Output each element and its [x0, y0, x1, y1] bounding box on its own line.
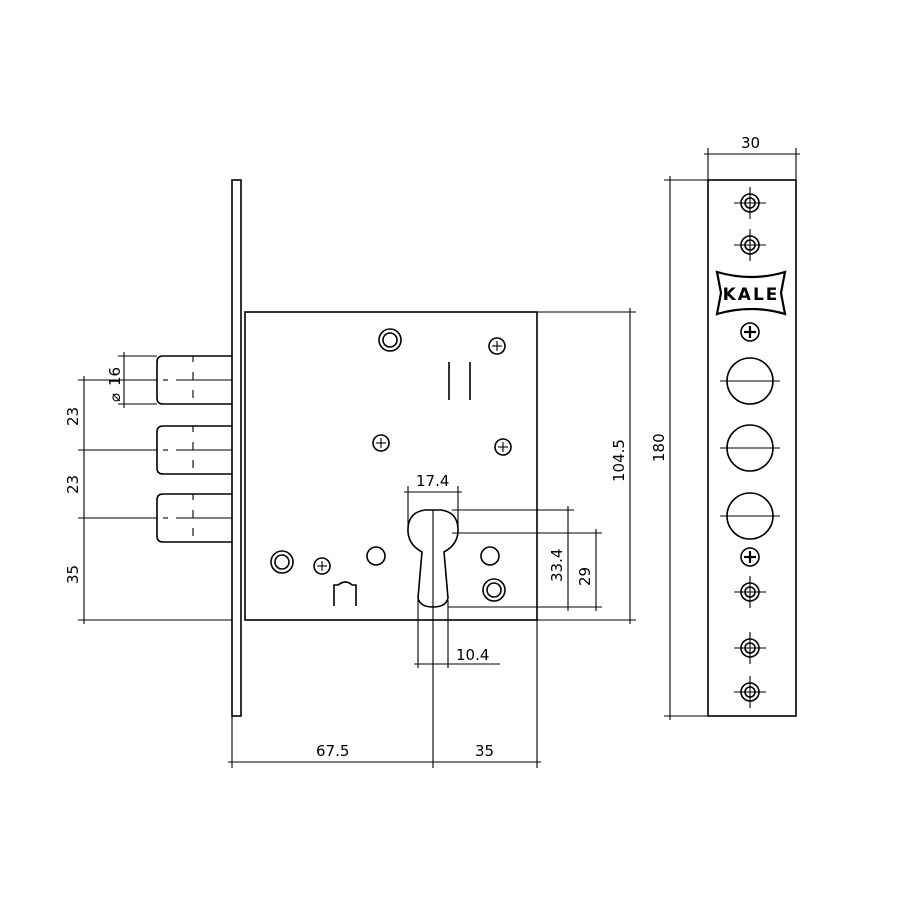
dim-cylinder-slot-value: 10.4	[456, 646, 489, 664]
strike-bolt-hole-1	[720, 357, 780, 405]
dim-cylinder-edge-value: 35	[475, 742, 494, 760]
strike-screw-1	[740, 322, 760, 342]
lock-case	[244, 311, 538, 621]
strike-hole-5	[734, 676, 766, 708]
spindle-slot	[448, 362, 471, 400]
dim-cylinder-height-value: 33.4	[548, 549, 566, 582]
rivet-bottom-right	[482, 578, 506, 602]
strike-bolt-hole-2	[720, 424, 780, 472]
dim-backset-value: 67.5	[316, 742, 349, 760]
kale-logo-text: KALE	[723, 285, 780, 305]
dim-spacing-2: 23	[64, 475, 82, 494]
screw-middle-left	[372, 434, 390, 452]
strike-hole-2	[734, 229, 766, 261]
hole-left	[366, 546, 386, 566]
dim-cylinder-slot: 10.4	[414, 600, 500, 668]
dim-diameter-symbol: ⌀	[106, 393, 124, 402]
dim-cylinder-width: 17.4	[404, 472, 462, 528]
dim-cylinder-width-value: 17.4	[416, 472, 449, 490]
screw-middle-right	[494, 438, 512, 456]
strike-hole-1	[734, 187, 766, 219]
dim-case-height: 104.5	[537, 308, 636, 624]
bolt-bottom	[156, 493, 232, 543]
dim-bottom-widths: 67.5 35	[228, 510, 541, 768]
dim-cylinder-lower-value: 29	[576, 567, 594, 586]
strike-bolt-hole-3	[720, 492, 780, 540]
dim-spacing-1: 23	[64, 407, 82, 426]
dim-strike-width-value: 30	[741, 134, 760, 152]
strike-hole-4	[734, 632, 766, 664]
strike-hole-3	[734, 576, 766, 608]
dim-case-height-value: 104.5	[610, 439, 628, 482]
dim-bolt-bottom-offset: 35	[64, 565, 82, 584]
faceplate	[231, 179, 242, 717]
hole-right	[480, 546, 500, 566]
dim-diameter-value: 16	[106, 367, 124, 386]
rivet-top	[378, 328, 402, 352]
bolt-top	[156, 355, 232, 405]
bolt-middle	[156, 425, 232, 475]
dim-cylinder-heights: 33.4 29	[448, 506, 602, 611]
latch-slot	[333, 581, 357, 606]
kale-logo: KALE	[715, 270, 787, 316]
strike-screw-2	[740, 547, 760, 567]
dim-left-bolt-spacing: 23 23 35	[64, 376, 232, 624]
dim-strike-width: 30	[704, 134, 800, 180]
strike-plate	[707, 179, 797, 717]
dim-strike-height-value: 180	[650, 433, 668, 462]
dim-strike-height: 180	[650, 176, 708, 720]
screw-top-right	[488, 337, 506, 355]
screw-bottom-left	[313, 557, 331, 575]
rivet-bottom-left	[270, 550, 294, 574]
